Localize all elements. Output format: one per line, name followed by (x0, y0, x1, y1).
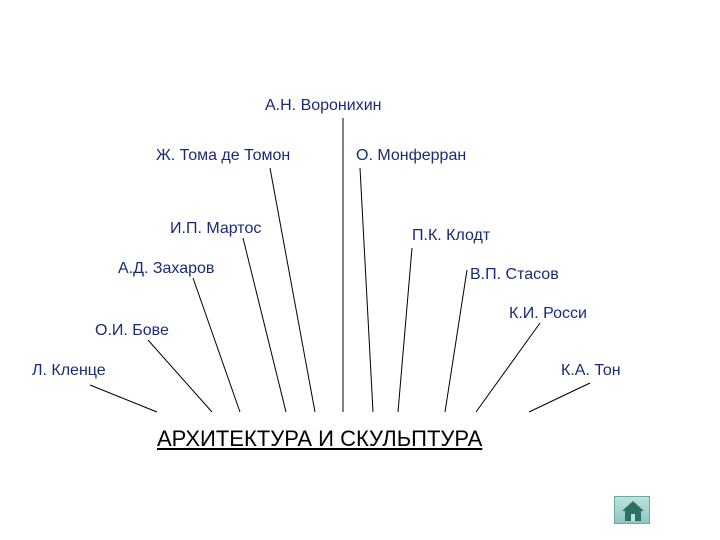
connector-bove (147, 339, 213, 413)
connector-zakharov (192, 277, 241, 413)
node-voronikhin: А.Н. Воронихин (265, 97, 382, 114)
connector-monferran (359, 167, 374, 413)
node-martos: И.П. Мартос (170, 220, 262, 237)
node-klenze: Л. Кленце (32, 362, 106, 379)
connector-toma-de-tomon (269, 167, 316, 413)
node-bove: О.И. Бове (95, 322, 169, 339)
node-ton: К.А. Тон (561, 362, 621, 379)
connector-klenze (89, 384, 158, 413)
node-zakharov: А.Д. Захаров (118, 260, 215, 277)
home-button[interactable] (614, 496, 650, 524)
connector-rossi (475, 322, 541, 413)
node-monferran: О. Монферран (356, 147, 467, 164)
node-rossi: К.И. Росси (509, 305, 587, 322)
node-stasov: В.П. Стасов (470, 266, 559, 283)
node-toma-de-tomon: Ж. Тома де Томон (156, 147, 291, 164)
node-klodt: П.К. Клодт (412, 227, 491, 244)
connector-klodt (397, 247, 413, 413)
connector-martos (242, 237, 287, 413)
connector-stasov (444, 269, 468, 413)
home-icon (622, 501, 644, 521)
diagram-root-title: АРХИТЕКТУРА И СКУЛЬПТУРА (157, 426, 483, 451)
connector-ton (528, 382, 591, 413)
